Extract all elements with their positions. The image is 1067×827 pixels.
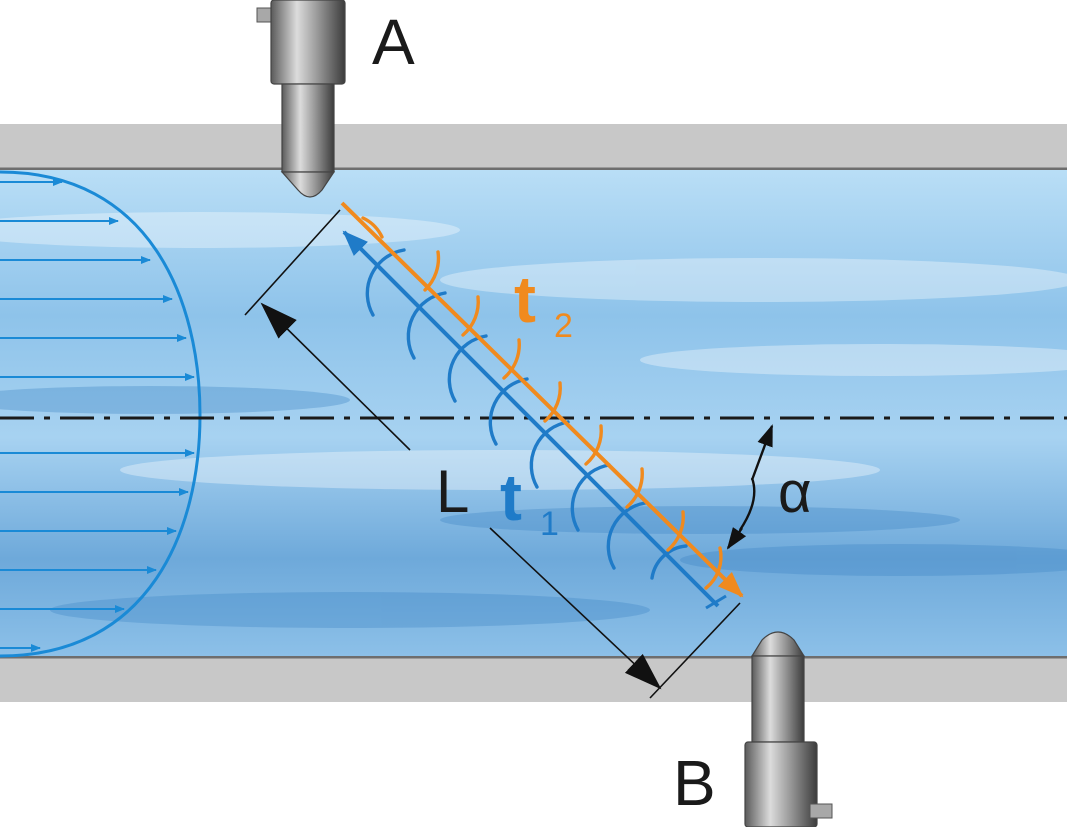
transducer-a: [256, 0, 346, 198]
angle-arrow-down: [726, 527, 747, 550]
dimension-arrow-top: [260, 302, 411, 451]
path-length-dimension: [244, 209, 741, 699]
downstream-wavefront: [584, 424, 603, 466]
pipe-wall-top: [0, 124, 1067, 168]
upstream-signal-path: [342, 230, 720, 608]
angle-indicator: [726, 424, 774, 550]
transducer-b-tip: [750, 631, 806, 657]
transducer-b-label: B: [673, 747, 716, 819]
downstream-wavefront: [361, 216, 384, 239]
upstream-signal-tick: [705, 594, 727, 610]
t2-subscript: 2: [554, 307, 573, 345]
t1-subscript: 1: [540, 505, 559, 543]
t1-label: t: [500, 460, 522, 534]
upstream-wavefront: [488, 377, 529, 446]
upstream-wavefront: [529, 420, 570, 489]
angle-arrow-up: [750, 424, 774, 481]
downstream-wavefront: [543, 381, 562, 423]
transducer-b: [744, 631, 833, 827]
transducer-a-body: [270, 0, 346, 85]
upstream-wavefront: [570, 463, 611, 532]
angle-arc: [739, 477, 756, 531]
upstream-wavefront: [650, 544, 688, 580]
path-length-label: L: [436, 458, 469, 525]
dimension-extension-bottom: [649, 602, 741, 699]
upstream-wavefront: [606, 501, 647, 570]
angle-label: α: [778, 460, 812, 525]
downstream-wavefront: [704, 546, 723, 590]
downstream-wavefront: [461, 295, 480, 337]
downstream-signal-path: [340, 201, 744, 598]
transducer-b-connector: [809, 803, 833, 819]
dimension-arrow-bottom: [489, 527, 662, 690]
water-flow: [0, 170, 1067, 656]
transducer-b-neck: [751, 655, 805, 743]
transducer-a-neck: [281, 83, 335, 173]
velocity-profile-curve: [0, 170, 202, 658]
t2-label: t: [514, 262, 536, 336]
transducer-b-body: [744, 741, 818, 827]
dimension-extension-top: [244, 209, 341, 316]
pipe-wall-bottom: [0, 658, 1067, 702]
transducer-a-tip: [280, 171, 336, 198]
downstream-wavefront: [502, 338, 521, 380]
velocity-profile: [0, 170, 202, 658]
downstream-wavefront: [625, 467, 644, 509]
transducer-a-label: A: [372, 6, 415, 78]
upstream-wavefront: [447, 334, 488, 403]
